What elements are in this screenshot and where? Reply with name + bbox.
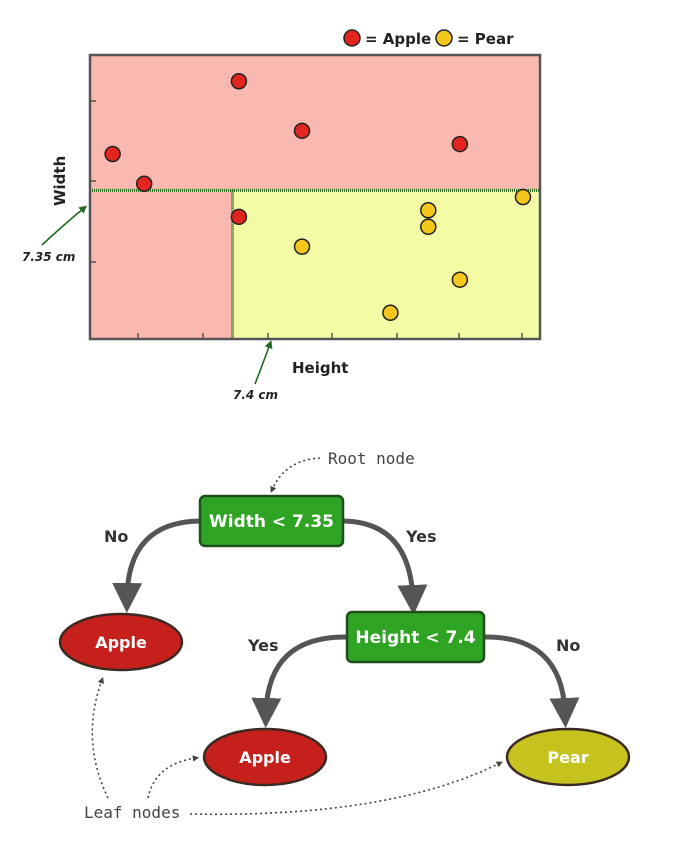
data-point-apple bbox=[135, 175, 153, 193]
leaf-annotation-arrow-right bbox=[189, 761, 503, 816]
root-condition-label: Width < 7.35 bbox=[209, 512, 334, 532]
second-yes-branch bbox=[251, 634, 348, 728]
plot-frame bbox=[88, 53, 542, 341]
y-split-arrow bbox=[41, 205, 88, 246]
data-point-pear bbox=[514, 188, 532, 206]
leaf-nodes-annotation: Leaf nodes bbox=[84, 803, 180, 822]
leaf-annotation-arrow-middle bbox=[147, 755, 200, 799]
decision-tree: Root node No Yes Yes No Width < 7.35 Hei… bbox=[58, 449, 631, 822]
data-point-pear bbox=[420, 201, 437, 219]
leaf-middle-label: Apple bbox=[239, 748, 291, 767]
legend-pear-marker bbox=[435, 29, 453, 47]
data-point-apple bbox=[230, 72, 248, 90]
legend-pear-label: = Pear bbox=[457, 30, 514, 48]
root-yes-branch bbox=[342, 518, 428, 615]
leaf-node-apple-left bbox=[58, 612, 184, 672]
data-point-apple bbox=[293, 122, 311, 140]
second-decision-node bbox=[345, 610, 486, 664]
leaf-left-label: Apple bbox=[95, 633, 147, 652]
data-point-pear bbox=[382, 304, 399, 322]
decision-regions bbox=[90, 55, 540, 339]
leaf-node-apple-middle bbox=[202, 727, 328, 787]
leaf-node-pear bbox=[505, 727, 631, 787]
second-yes-label: Yes bbox=[247, 636, 279, 655]
leaf-right-label: Pear bbox=[547, 748, 588, 767]
y-axis-label: Width bbox=[51, 156, 69, 206]
second-condition-label: Height < 7.4 bbox=[355, 628, 475, 648]
data-point-pear bbox=[451, 271, 469, 288]
second-no-label: No bbox=[556, 636, 580, 655]
x-split-annotation: 7.4 cm bbox=[233, 388, 278, 402]
legend-apple-marker bbox=[343, 29, 361, 47]
data-point-apple bbox=[451, 135, 469, 153]
root-no-label: No bbox=[104, 527, 128, 546]
data-points bbox=[104, 72, 532, 322]
root-decision-node bbox=[198, 494, 345, 548]
root-yes-label: Yes bbox=[405, 527, 437, 546]
x-split-arrow bbox=[254, 340, 273, 385]
legend-apple-label: = Apple bbox=[365, 30, 431, 48]
root-node-annotation: Root node bbox=[328, 449, 415, 468]
scatter-chart bbox=[88, 53, 542, 341]
y-split-annotation: 7.35 cm bbox=[22, 250, 75, 264]
legend: = Apple = Pear bbox=[343, 29, 514, 48]
region-apple-bottom-left bbox=[90, 190, 233, 339]
root-annotation-arrow bbox=[270, 457, 321, 493]
leaf-annotation-arrow-left bbox=[91, 676, 109, 799]
data-point-pear bbox=[420, 218, 437, 236]
x-axis-label: Height bbox=[292, 359, 348, 377]
data-point-pear bbox=[293, 238, 311, 255]
root-no-branch bbox=[112, 518, 201, 613]
region-apple-top bbox=[90, 55, 540, 191]
data-point-apple bbox=[104, 145, 121, 163]
second-no-branch bbox=[483, 634, 580, 728]
data-point-apple bbox=[230, 208, 248, 226]
